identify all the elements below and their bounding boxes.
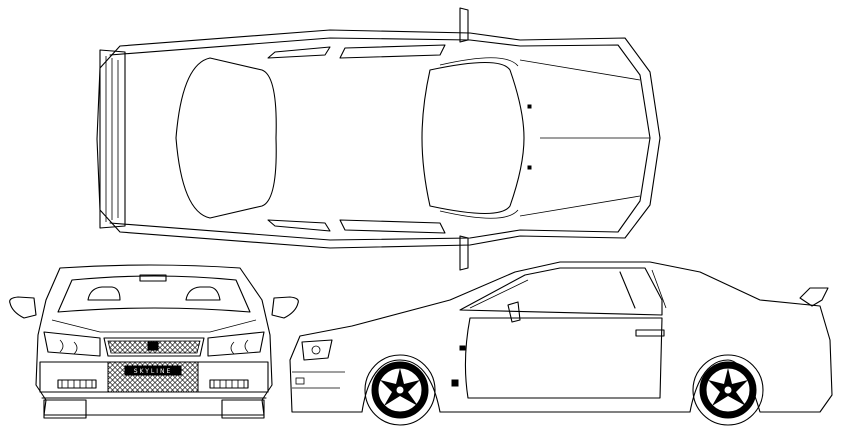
headlight-left bbox=[43, 331, 101, 357]
top-view bbox=[96, 7, 661, 271]
side-windows bbox=[459, 267, 663, 316]
front-plate-text: SKYLINE bbox=[134, 368, 173, 375]
front-mirror-right bbox=[271, 296, 299, 319]
front-grille-upper bbox=[103, 337, 205, 357]
wheel-rear bbox=[692, 354, 764, 426]
side-mirror bbox=[507, 301, 521, 323]
roof-vent-left-top bbox=[267, 46, 331, 59]
windshield bbox=[421, 61, 525, 215]
side-view bbox=[289, 261, 833, 426]
side-door bbox=[464, 317, 663, 399]
plate-frame bbox=[124, 365, 182, 376]
front-windshield bbox=[57, 275, 251, 313]
front-mirror-left bbox=[9, 296, 37, 319]
side-body-outline bbox=[289, 261, 833, 413]
headlight-right bbox=[207, 331, 265, 357]
front-view: SKYLINE bbox=[9, 264, 299, 419]
rear-window bbox=[175, 57, 277, 219]
rear-spoiler bbox=[99, 49, 126, 229]
wheel-front bbox=[364, 354, 436, 426]
top-body-outline bbox=[96, 29, 661, 249]
mirror-bottom bbox=[459, 235, 469, 271]
door-handle bbox=[635, 329, 665, 337]
rear-wing bbox=[799, 287, 829, 307]
mirror-top bbox=[459, 7, 469, 43]
front-body-outline bbox=[35, 264, 273, 416]
